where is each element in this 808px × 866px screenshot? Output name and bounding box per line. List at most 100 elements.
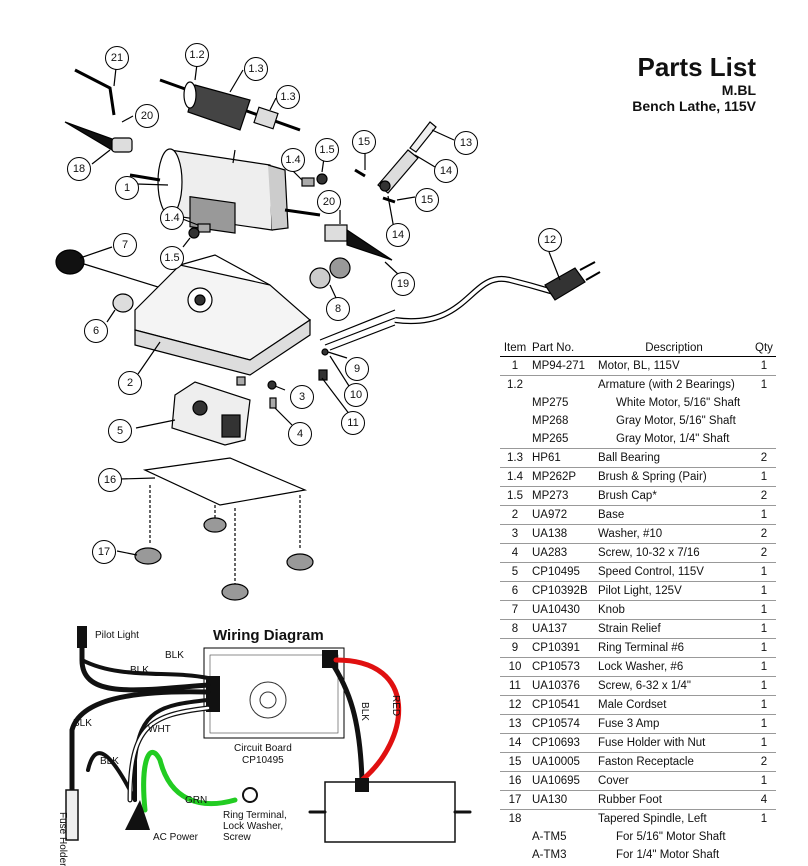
cell-desc: For 1/4" Motor Shaft: [616, 849, 720, 861]
model-label: M.BL: [721, 82, 756, 98]
cell-qty: 2: [752, 524, 776, 544]
cell-desc: Speed Control, 115V: [596, 562, 752, 582]
cell-part: MP94-271: [532, 360, 586, 372]
ring-terminal-label: Ring Terminal, Lock Washer, Screw: [223, 810, 287, 843]
cell-desc: Rubber Foot: [596, 790, 752, 810]
cell-qty: 1: [752, 467, 776, 487]
callout-18: 18: [67, 157, 91, 181]
wire-label-red: RED: [390, 694, 402, 717]
cell-part: HP61: [530, 448, 596, 468]
cell-desc: White Motor, 5/16" Shaft: [616, 397, 741, 409]
cell-part: UA10376: [530, 676, 596, 696]
callout-16: 16: [98, 468, 122, 492]
callout-15: 15: [415, 188, 439, 212]
cell-qty: 2: [752, 752, 776, 772]
parts-list-title: Parts List: [637, 52, 757, 82]
callout-14: 14: [386, 223, 410, 247]
cell-item: [500, 846, 530, 864]
callout-11: 11: [341, 411, 365, 435]
cell-part: CP10541: [530, 695, 596, 715]
col-header-desc: Description: [596, 341, 752, 357]
wire-label-blk-left: BLK: [73, 718, 92, 729]
cell-part: CP10574: [530, 714, 596, 734]
circuit-board-part: CP10495: [242, 755, 284, 766]
screw-text: Screw: [223, 832, 251, 843]
callout-20: 20: [135, 104, 159, 128]
cell-part: UA137: [530, 619, 596, 639]
cell-item: [500, 828, 530, 846]
wire-label-wht: WHT: [148, 724, 171, 735]
cell-desc: Base: [596, 505, 752, 525]
cell-qty: 2: [752, 543, 776, 563]
cell-qty: 1: [760, 360, 768, 372]
cell-part: A-TM5: [532, 831, 567, 843]
cell-part: UA138: [530, 524, 596, 544]
ac-power-label: AC Power: [153, 832, 199, 843]
callout-14: 14: [434, 159, 458, 183]
cell-part: UA972: [530, 505, 596, 525]
cell-desc: Cover: [596, 771, 752, 791]
callout-1-4: 1.4: [281, 148, 305, 172]
cell-desc: Ring Terminal #6: [596, 638, 752, 658]
exploded-parts-diagram: [55, 63, 601, 843]
wiring-title: Wiring Diagram: [213, 627, 324, 644]
cell-qty: [752, 430, 776, 449]
callout-3: 3: [290, 385, 314, 409]
cell-qty: 4: [752, 790, 776, 810]
cell-qty: 2: [752, 448, 776, 468]
cell-item: 3: [500, 524, 530, 544]
motor-drawing: [129, 148, 321, 234]
cell-desc: Motor, BL, 115V: [598, 360, 680, 372]
cell-desc: Fuse Holder with Nut: [596, 733, 752, 753]
cell-part: MP275: [532, 397, 569, 409]
callout-1-3: 1.3: [244, 57, 268, 81]
callout-21: 21: [105, 46, 129, 70]
cell-part: UA10005: [530, 752, 596, 772]
cell-qty: 1: [752, 581, 776, 601]
callout-20: 20: [317, 190, 341, 214]
callout-12: 12: [538, 228, 562, 252]
wire-label-blk-motor: BLK: [358, 702, 370, 721]
callout-5: 5: [108, 419, 132, 443]
cell-desc: Strain Relief: [596, 619, 752, 639]
cell-part: UA130: [530, 790, 596, 810]
armature-drawing: [159, 78, 301, 132]
cell-desc: Screw, 6-32 x 1/4": [596, 676, 752, 696]
cell-item: 16: [500, 771, 530, 791]
cell-item: 1.3: [500, 448, 530, 468]
product-subtitle: Bench Lathe, 115V: [632, 98, 756, 114]
cell-qty: 1: [752, 562, 776, 582]
cell-qty: 1: [752, 638, 776, 658]
wire-label-blk-mid: BLK: [130, 665, 149, 676]
cell-item: [500, 412, 530, 430]
ring-terminal-text: Ring Terminal,: [223, 810, 287, 821]
callout-6: 6: [84, 319, 108, 343]
cell-qty: [752, 412, 776, 430]
lock-washer-text: Lock Washer,: [223, 821, 284, 832]
cell-desc: Fuse 3 Amp: [596, 714, 752, 734]
cell-item: 13: [500, 714, 530, 734]
cell-desc: Ball Bearing: [596, 448, 752, 468]
cell-part: [530, 375, 596, 394]
circuit-board-name: Circuit Board: [234, 743, 292, 754]
cell-item: 10: [500, 657, 530, 677]
cell-qty: 1: [752, 619, 776, 639]
cell-desc: Lock Washer, #6: [596, 657, 752, 677]
callout-15: 15: [352, 130, 376, 154]
cell-item: 6: [500, 581, 530, 601]
cell-desc: Pilot Light, 125V: [596, 581, 752, 601]
callout-9: 9: [345, 357, 369, 381]
callout-1-5: 1.5: [315, 138, 339, 162]
cell-qty: 1: [752, 771, 776, 791]
